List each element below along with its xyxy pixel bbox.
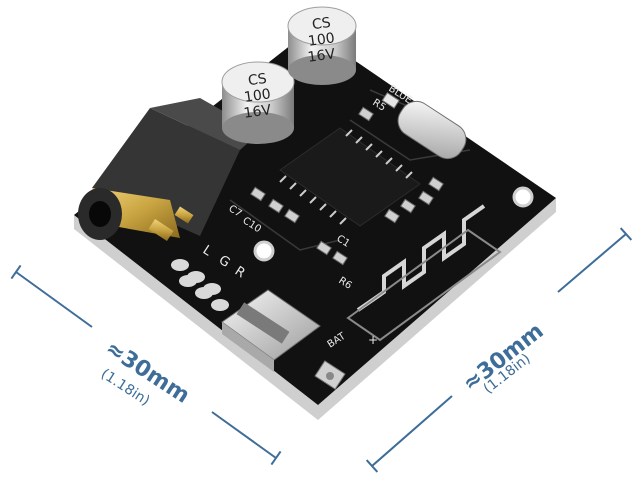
antenna-trace	[346, 204, 502, 342]
capacitor-left-line2: 100	[243, 86, 272, 106]
capacitor-left-line3: 16V	[243, 102, 273, 122]
mounting-hole	[512, 186, 534, 208]
capacitor-right-line2: 100	[307, 30, 336, 50]
capacitor-left-line1: CS	[247, 71, 268, 89]
ic-chip	[279, 127, 421, 227]
battery-pad	[314, 360, 346, 390]
solder-pads	[171, 259, 229, 311]
mounting-hole	[253, 240, 275, 262]
capacitor-right-line3: 16V	[307, 46, 337, 66]
capacitor-left: CS 100 16V	[221, 61, 295, 144]
capacitor-right: CS 100 16V	[287, 6, 357, 85]
capacitor-right-line1: CS	[311, 15, 332, 33]
crystal-oscillator	[397, 100, 467, 160]
silk-plus: +	[368, 333, 378, 347]
smd-components	[250, 106, 444, 266]
blue-led	[381, 92, 400, 109]
micro-usb-connector	[221, 289, 321, 372]
